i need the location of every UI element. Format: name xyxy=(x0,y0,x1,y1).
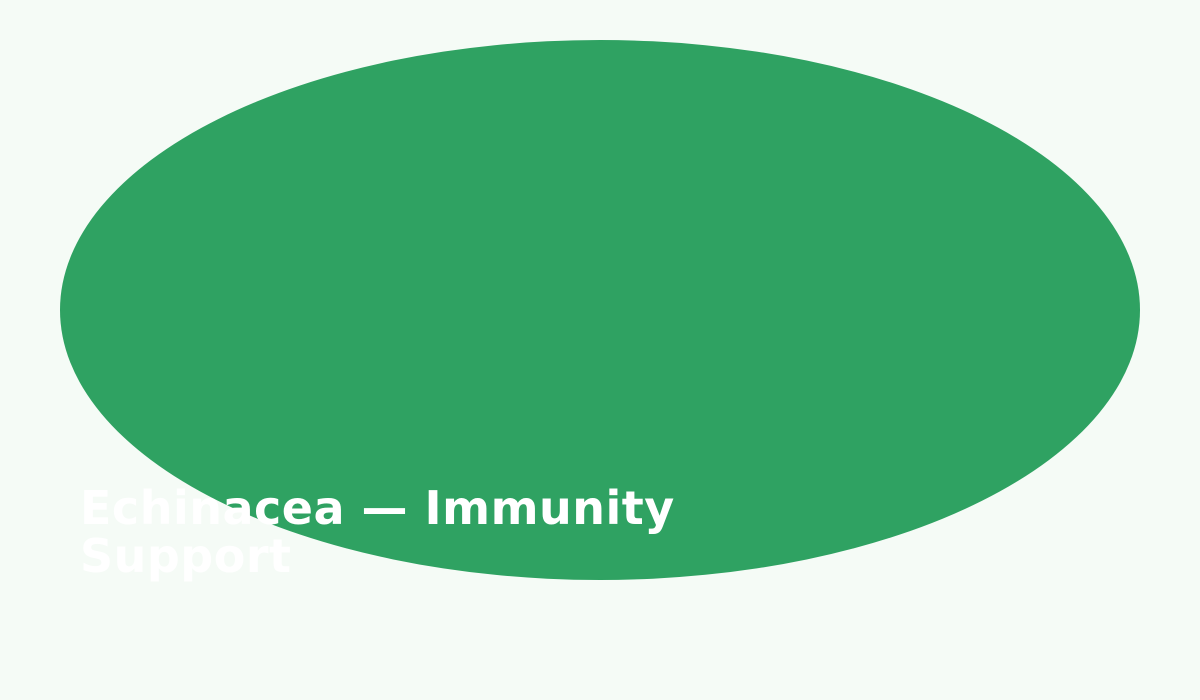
green-ellipse-shape xyxy=(60,40,1140,580)
hero-title: Echinacea — Immunity Support xyxy=(80,481,675,583)
